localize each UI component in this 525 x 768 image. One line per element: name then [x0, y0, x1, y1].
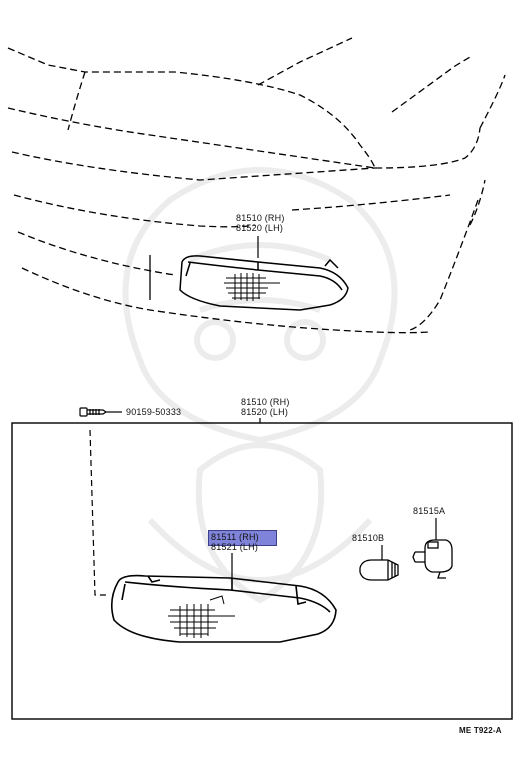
socket-part-number[interactable]: 81515A — [413, 506, 446, 516]
upper-callout-lh[interactable]: 81520 (LH) — [236, 223, 284, 233]
lower-callout-rh[interactable]: 81510 (RH) — [241, 397, 290, 407]
diagram-code: ME T922-A — [459, 726, 502, 735]
upper-turn-signal-lamp — [179, 255, 349, 311]
lens-part-lh[interactable]: 81521 (LH) — [211, 542, 259, 552]
upper-callout-rh[interactable]: 81510 (RH) — [236, 213, 285, 223]
lower-turn-signal-lamp — [110, 574, 337, 643]
vehicle-outline — [7, 37, 506, 334]
lower-callout-lh[interactable]: 81520 (LH) — [241, 407, 289, 417]
lower-lamp-grid — [168, 595, 235, 638]
screw-dashed-path — [89, 429, 110, 596]
bulb-part-number[interactable]: 81510B — [352, 533, 385, 543]
bulb-icon — [359, 559, 399, 581]
lens-part-highlight — [208, 530, 277, 546]
upper-lamp-grid — [224, 273, 280, 301]
samurai-mask-watermark-icon — [122, 167, 398, 604]
lens-part-rh[interactable]: 81511 (RH) — [211, 532, 259, 542]
socket-icon — [412, 539, 453, 579]
exploded-view-frame — [11, 422, 513, 720]
screw-part-number[interactable]: 90159-50333 — [126, 407, 182, 417]
screw-icon — [79, 407, 108, 417]
